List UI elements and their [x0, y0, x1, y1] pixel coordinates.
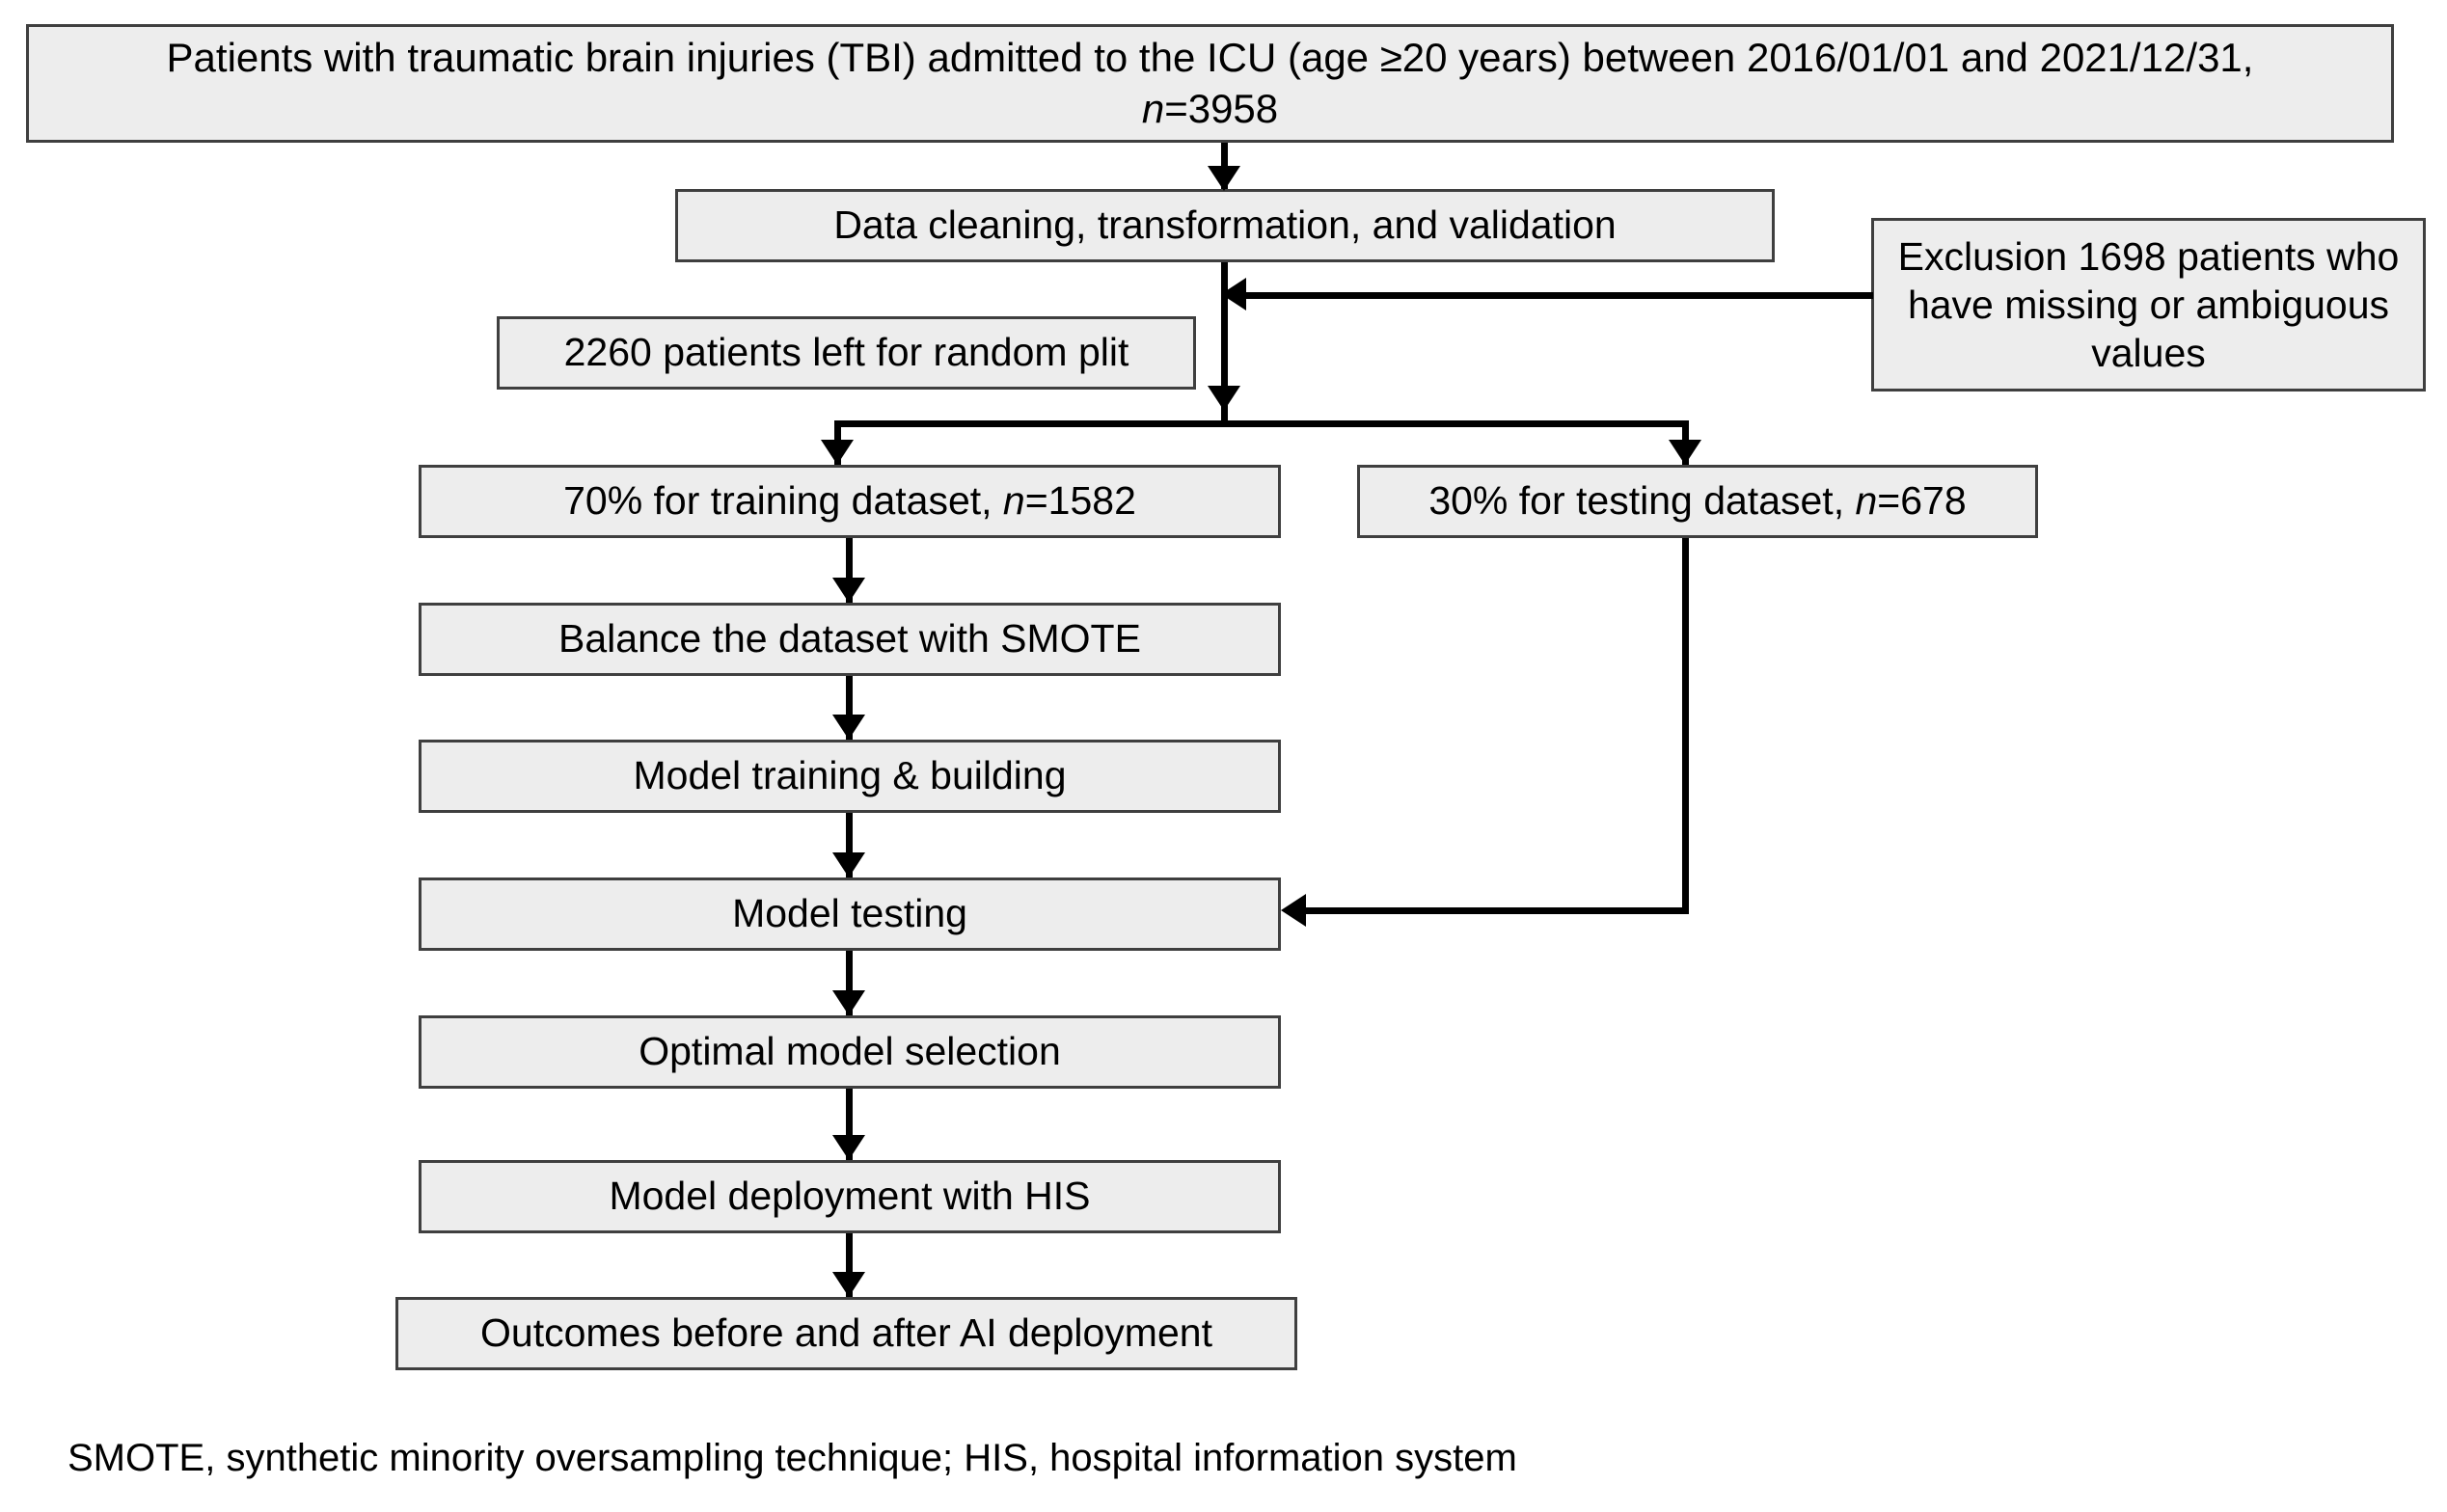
node-outcomes-label: Outcomes before and after AI deployment: [480, 1310, 1212, 1356]
node-data-cleaning: Data cleaning, transformation, and valid…: [675, 189, 1775, 262]
edge-testing-to-selection-arrowhead: [832, 990, 865, 1015]
node-cohort-text: Patients with traumatic brain injuries (…: [166, 35, 2254, 131]
node-model-testing: Model testing: [419, 878, 1281, 951]
edge-training-to-testing-line: [846, 813, 853, 878]
node-model-training: Model training & building: [419, 740, 1281, 813]
edge-deployment-to-outcomes-line: [846, 1233, 853, 1297]
edge-cleaning-trunk-arrowhead: [1208, 386, 1240, 411]
edge-selection-to-deployment-arrowhead: [832, 1135, 865, 1160]
edge-training-to-smote-arrowhead: [832, 578, 865, 603]
node-model-deployment: Model deployment with HIS: [419, 1160, 1281, 1233]
edge-training-to-smote-line: [846, 538, 853, 603]
node-model-training-label: Model training & building: [633, 753, 1067, 798]
node-model-selection-label: Optimal model selection: [639, 1029, 1061, 1074]
node-exclusion: Exclusion 1698 patients who have missing…: [1871, 218, 2426, 392]
edge-testset-to-modeltesting-hline: [1296, 907, 1689, 914]
edge-exclusion-to-trunk-line: [1237, 292, 1873, 299]
edge-testing-to-selection-line: [846, 951, 853, 1015]
edge-split-left-arrowhead: [821, 440, 854, 465]
node-outcomes: Outcomes before and after AI deployment: [395, 1297, 1297, 1370]
edge-cohort-to-cleaning-arrowhead: [1208, 166, 1240, 191]
node-training-split-label: 70% for training dataset, n=1582: [563, 478, 1136, 524]
edge-selection-to-deployment-line: [846, 1089, 853, 1160]
edge-training-to-testing-arrowhead: [832, 852, 865, 878]
node-exclusion-label: Exclusion 1698 patients who have missing…: [1897, 233, 2400, 375]
node-remaining-patients: 2260 patients left for random plit: [497, 316, 1196, 390]
node-model-testing-label: Model testing: [732, 891, 967, 936]
node-model-selection: Optimal model selection: [419, 1015, 1281, 1089]
edge-split-bar: [834, 420, 1689, 427]
node-testing-split-label: 30% for testing dataset, n=678: [1428, 478, 1967, 524]
edge-smote-to-training-line: [846, 676, 853, 740]
node-data-cleaning-label: Data cleaning, transformation, and valid…: [833, 202, 1617, 248]
edge-exclusion-to-trunk-arrowhead: [1221, 278, 1246, 310]
figure-footnote: SMOTE, synthetic minority oversampling t…: [68, 1437, 1517, 1479]
node-model-deployment-label: Model deployment with HIS: [609, 1174, 1091, 1219]
edge-deployment-to-outcomes-arrowhead: [832, 1272, 865, 1297]
node-testing-split: 30% for testing dataset, n=678: [1357, 465, 2038, 538]
node-smote-label: Balance the dataset with SMOTE: [558, 616, 1141, 662]
edge-testset-to-modeltesting-arrowhead: [1281, 894, 1306, 927]
edge-smote-to-training-arrowhead: [832, 715, 865, 740]
edge-cleaning-trunk-line: [1221, 262, 1228, 426]
node-cohort: Patients with traumatic brain injuries (…: [26, 24, 2394, 143]
edge-testset-to-modeltesting-vline: [1682, 538, 1689, 914]
node-remaining-patients-label: 2260 patients left for random plit: [563, 330, 1129, 375]
node-smote: Balance the dataset with SMOTE: [419, 603, 1281, 676]
node-training-split: 70% for training dataset, n=1582: [419, 465, 1281, 538]
edge-split-right-arrowhead: [1669, 440, 1701, 465]
